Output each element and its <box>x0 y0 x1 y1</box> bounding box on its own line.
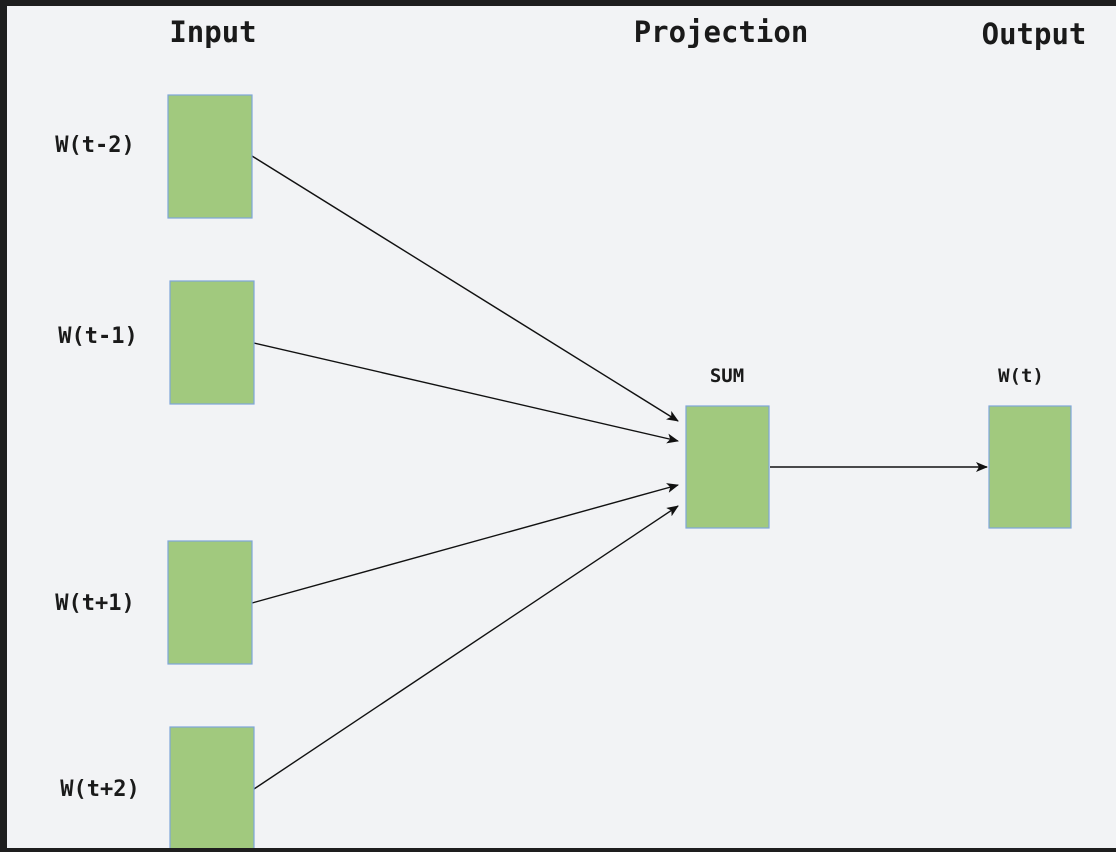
input-label-wtp1: W(t+1) <box>55 591 134 616</box>
output-label: W(t) <box>998 365 1044 387</box>
edge-wtp1-to-sum <box>251 483 679 604</box>
input-label-wtm1: W(t-1) <box>58 324 137 349</box>
cbow-diagram: Input Projection Output W(t-2) W(t-1) W(… <box>55 15 1087 848</box>
input-node-wtp2 <box>169 726 255 848</box>
projection-label: SUM <box>710 365 744 387</box>
edge-wtp2-to-sum <box>253 505 679 790</box>
input-label-wtp2: W(t+2) <box>60 777 139 802</box>
input-node-wtm1 <box>169 280 255 405</box>
diagram-canvas: Input Projection Output W(t-2) W(t-1) W(… <box>7 6 1116 848</box>
projection-node <box>685 405 770 529</box>
output-column-title: Output <box>982 17 1087 51</box>
input-node-wtm2 <box>167 94 253 219</box>
output-node <box>988 405 1072 529</box>
input-column-title: Input <box>169 15 256 49</box>
projection-column-title: Projection <box>634 15 809 49</box>
edge-wtm1-to-sum <box>253 342 679 444</box>
edge-wtm2-to-sum <box>251 155 679 422</box>
input-node-wtp1 <box>167 540 253 665</box>
input-label-wtm2: W(t-2) <box>55 133 134 158</box>
